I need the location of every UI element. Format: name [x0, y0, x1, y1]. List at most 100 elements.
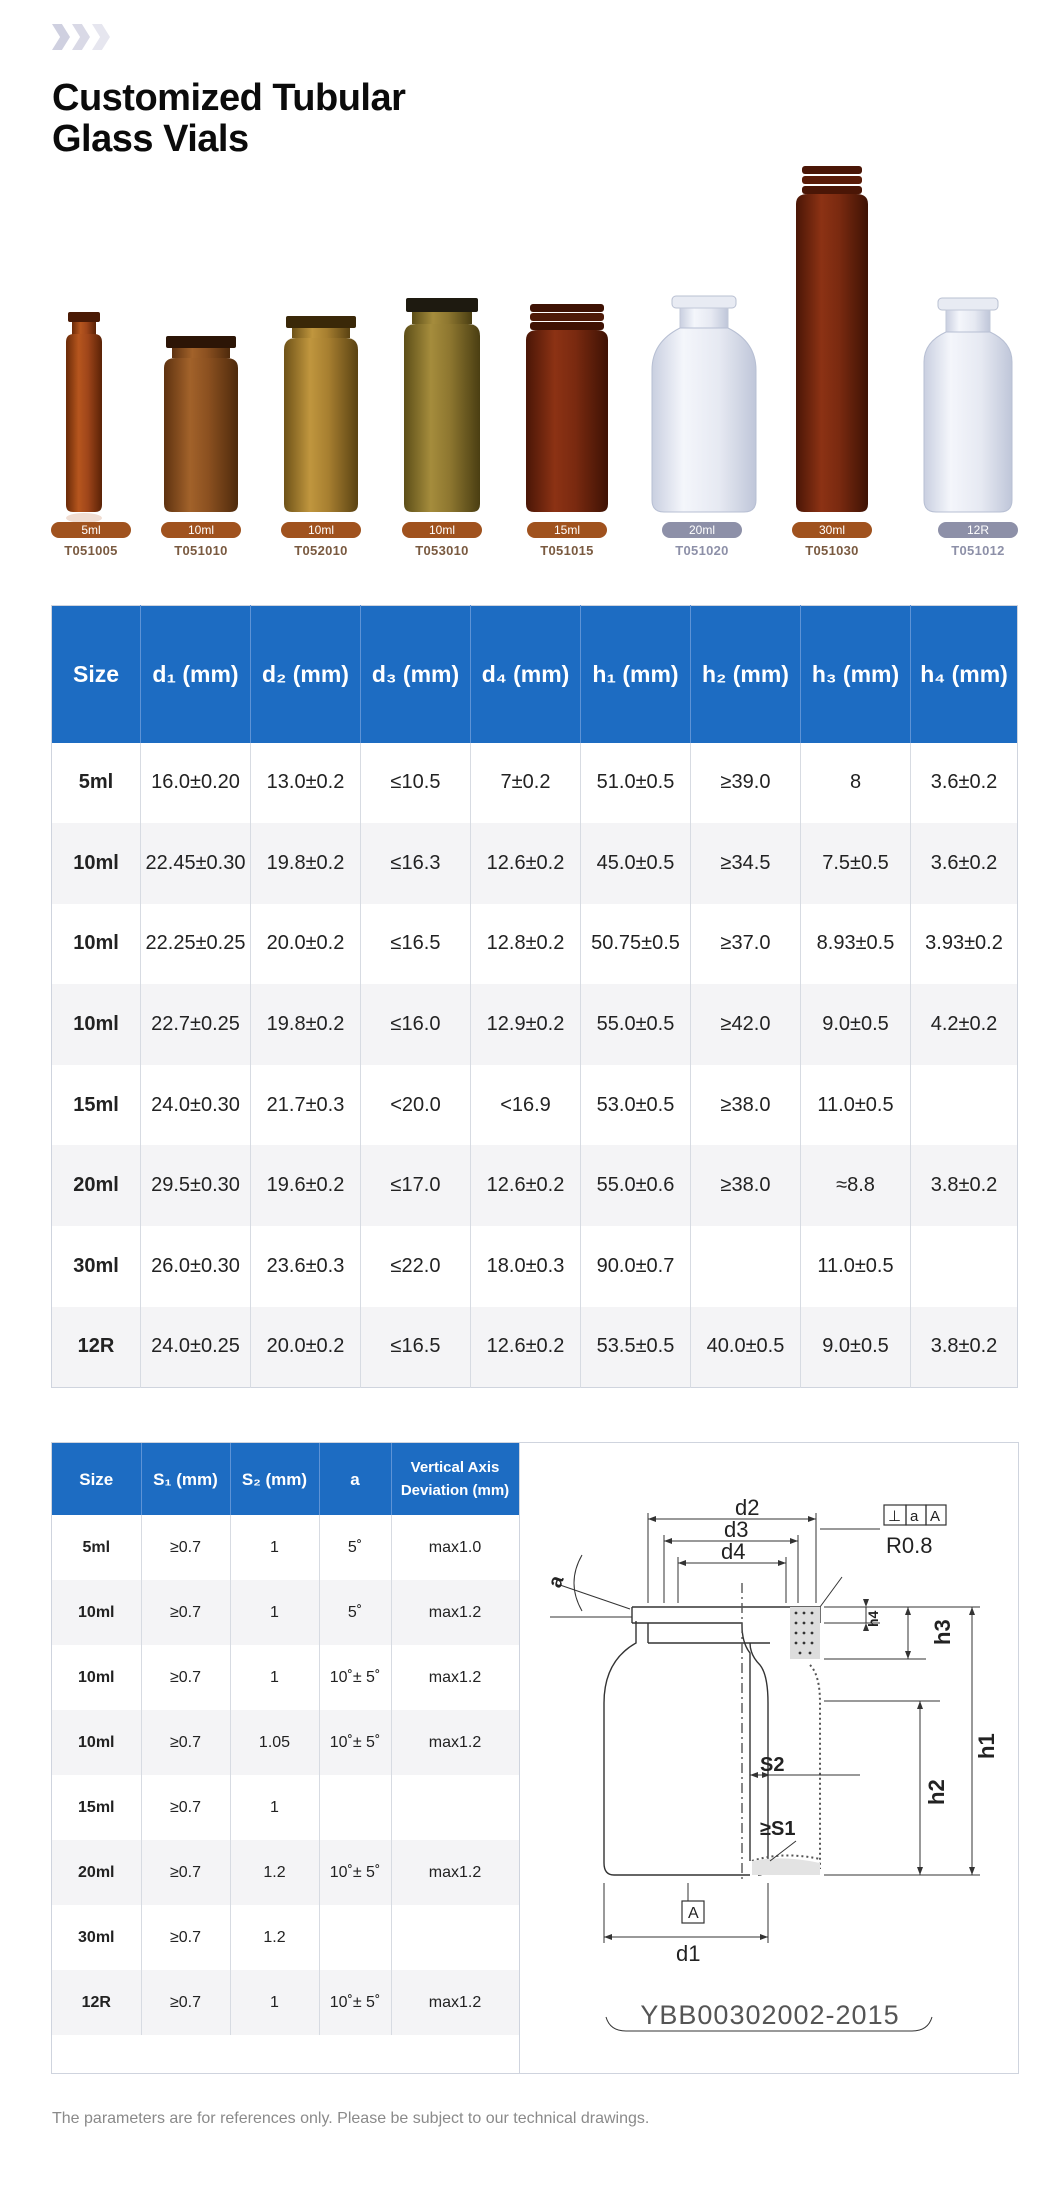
table-cell: 13.0±0.2 [250, 742, 361, 824]
chevron-icon [92, 24, 110, 50]
table-cell: 3.93±0.2 [925, 932, 1003, 955]
column-header: h₄ (mm) [910, 605, 1018, 743]
chevron-icon [72, 24, 90, 50]
table-cell: ≥39.0 [690, 742, 801, 824]
dimensions-table: Size d₁ (mm) d₂ (mm) d₃ (mm) d₄ (mm) h₁ … [51, 605, 1018, 1388]
column-header: h₁ (mm) [580, 605, 691, 743]
column-header: d₃ (mm) [360, 605, 471, 743]
header-line: Vertical Axis [410, 1459, 500, 1476]
table-cell: 1 [230, 1775, 320, 1840]
dim-label: A [930, 1508, 940, 1525]
vial-badge: 12R [966, 523, 989, 537]
table-cell: 1 [230, 1515, 320, 1580]
column-header: Size [51, 605, 141, 743]
footer-note: The parameters are for references only. … [52, 2110, 650, 2127]
vial-30ml [796, 166, 868, 512]
table-cell: 20.0±0.2 [250, 903, 361, 985]
table-cell: 20.0±0.2 [250, 1306, 361, 1388]
size-cell: 12R [52, 1970, 142, 2035]
size-cell: 10ml [52, 1710, 142, 1775]
table-cell: ≤16.5 [360, 1306, 471, 1388]
column-header: Vertical Axis Deviation (mm) [391, 1443, 520, 1515]
dim-label: h2 [924, 1779, 949, 1805]
size-cell: 5ml [51, 742, 141, 824]
table-cell: 19.8±0.2 [250, 823, 361, 904]
table-cell: ≥0.7 [141, 1710, 231, 1775]
column-header: d₄ (mm) [470, 605, 581, 743]
table-cell: ≤10.5 [360, 742, 471, 824]
table-cell: 40.0±0.5 [690, 1306, 801, 1388]
vial-illustrations [51, 166, 1018, 538]
vial-badge: 20ml [688, 523, 715, 537]
table-cell: ≥0.7 [141, 1515, 231, 1580]
chevron-arrows-icon [52, 24, 110, 50]
vial-20ml [651, 295, 757, 513]
standard-code: YBB00302002-2015 [640, 2000, 899, 2030]
column-header: h₃ (mm) [800, 605, 911, 743]
vial-badges [51, 522, 1018, 538]
table-cell: 23.6±0.3 [250, 1226, 361, 1307]
dim-label: d3 [724, 1517, 748, 1542]
outline [632, 1622, 751, 1861]
table-cell: 7.5±0.5 [800, 823, 911, 904]
size-cell: 15ml [51, 1064, 141, 1146]
table-cell: ≈8.8 [800, 1145, 911, 1227]
table-cell: 3.8±0.2 [910, 1306, 1018, 1388]
size-cell: 10ml [51, 984, 141, 1065]
vial-technical-drawing: d2 d3 d4 d1 R0.8 ⊥ a A A a S2 ≥S1 h1 h2 … [544, 1495, 999, 2032]
size-cell: 15ml [52, 1775, 142, 1840]
size-cell: 10ml [52, 1645, 142, 1710]
table-cell: 3.8±0.2 [910, 1145, 1018, 1227]
vial-code: T052010 [294, 543, 348, 558]
column-header: a [319, 1443, 392, 1515]
header-line: Deviation (mm) [400, 1482, 510, 1499]
table-cell: ≤17.0 [360, 1145, 471, 1227]
table-cell: 12.9±0.2 [470, 984, 581, 1065]
size-cell: 10ml [52, 1580, 142, 1645]
size-cell: 10ml [51, 823, 141, 904]
table-cell: 12.6±0.2 [470, 823, 581, 904]
vial-code: T053010 [415, 543, 469, 558]
table-cell: ≥0.7 [141, 1645, 231, 1710]
column-header: S₁ (mm) [141, 1443, 231, 1515]
table-cell: 3.6±0.2 [910, 823, 1018, 904]
table-cell: max1.2 [391, 1580, 520, 1645]
vial-10ml-t051010 [164, 336, 238, 512]
dim-label: d4 [721, 1539, 745, 1564]
table-cell: 8 [800, 742, 911, 824]
table-cell [319, 1775, 392, 1840]
table-cell: ≥42.0 [690, 984, 801, 1065]
table-header-row: Size d₁ (mm) d₂ (mm) d₃ (mm) d₄ (mm) h₁ … [51, 605, 1018, 743]
dim-label: h1 [974, 1733, 999, 1759]
table-cell: 18.0±0.3 [470, 1226, 581, 1307]
table-cell: 1 [230, 1580, 320, 1645]
table-cell: 10˚± 5˚ [319, 1840, 392, 1905]
vial-5ml [66, 312, 102, 523]
table-cell: 12.6±0.2 [470, 1145, 581, 1227]
vial-code: T051030 [805, 543, 859, 558]
table-cell: 1 [230, 1970, 320, 2035]
table-cell: max1.0 [391, 1515, 520, 1580]
table-cell: 4.2±0.2 [910, 984, 1018, 1065]
table-cell: max1.2 [391, 1645, 520, 1710]
table-cell: 50.75±0.5 [580, 903, 691, 985]
table-cell: 7±0.2 [470, 742, 581, 824]
table-cell: 1.2 [230, 1905, 320, 1970]
table-cell: 10˚± 5˚ [319, 1645, 392, 1710]
table-cell: 1 [230, 1645, 320, 1710]
table-cell: 51.0±0.5 [580, 742, 691, 824]
table-cell: 53.5±0.5 [580, 1306, 691, 1388]
vial-code: T051005 [64, 543, 118, 558]
dim-label: ⊥ [888, 1508, 901, 1525]
table-header-row: Size S₁ (mm) S₂ (mm) a Vertical Axis Dev… [52, 1443, 520, 1515]
size-cell: 20ml [52, 1840, 142, 1905]
vial-badge: 10ml [187, 523, 214, 537]
